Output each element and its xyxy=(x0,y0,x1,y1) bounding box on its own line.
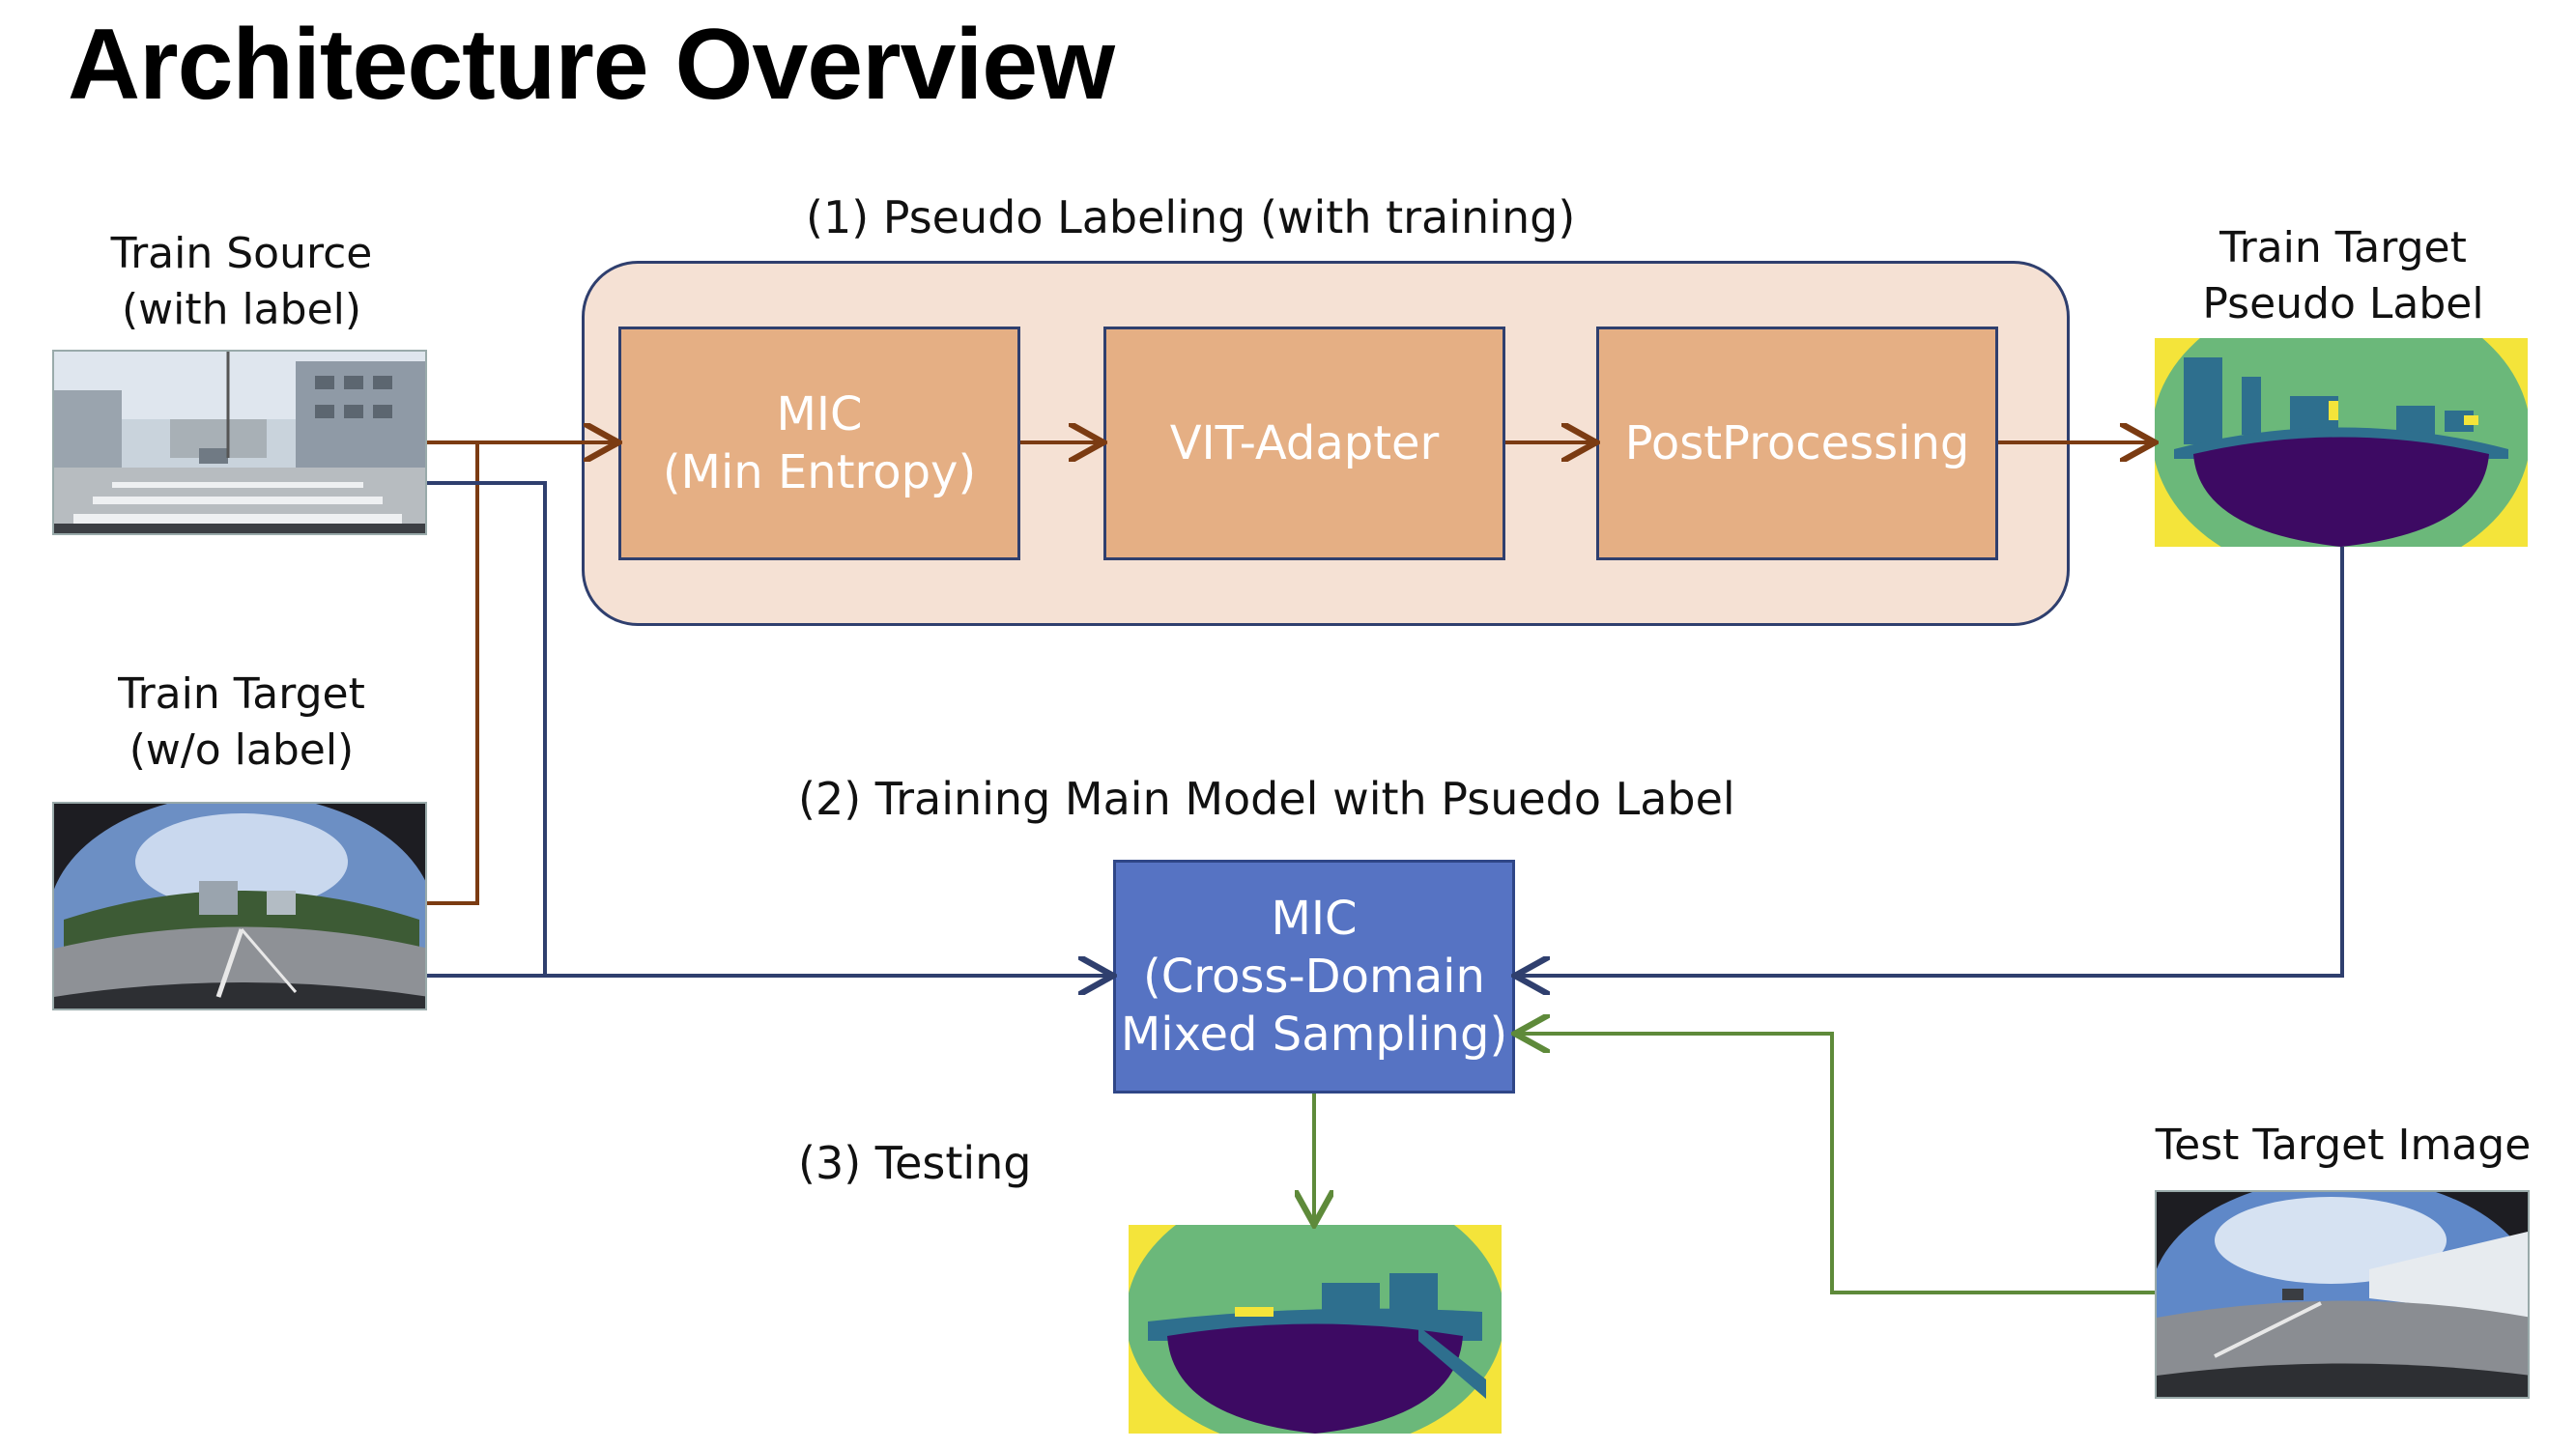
test-target-label: Test Target Image xyxy=(2155,1121,2532,1170)
arrow-target-to-pipeline xyxy=(427,442,479,905)
test-target-image xyxy=(2155,1190,2530,1399)
stage-1-title: (1) Pseudo Labeling (with training) xyxy=(806,191,1576,243)
mic-min-entropy-box: MIC (Min Entropy) xyxy=(618,327,1020,560)
arrow-source-down xyxy=(427,481,547,976)
arrow-pseudo-to-main xyxy=(1519,547,2344,976)
pseudo-label-image xyxy=(2155,338,2528,547)
stage-2-title: (2) Training Main Model with Psuedo Labe… xyxy=(798,773,1735,825)
train-source-image xyxy=(52,350,427,535)
post-processing-box: PostProcessing xyxy=(1596,327,1998,560)
train-target-pseudo-label: Train Target Pseudo Label xyxy=(2202,223,2484,328)
stage-3-title: (3) Testing xyxy=(798,1137,1032,1189)
train-source-label: Train Source (with label) xyxy=(110,229,373,334)
train-target-label: Train Target (w/o label) xyxy=(118,669,365,775)
mic-cross-domain-box: MIC (Cross-Domain Mixed Sampling) xyxy=(1113,860,1515,1094)
vit-adapter-box: VIT-Adapter xyxy=(1103,327,1505,560)
arrow-test-to-main xyxy=(1519,1034,2155,1294)
test-output-image xyxy=(1129,1225,1502,1434)
train-target-image xyxy=(52,802,427,1010)
page-title: Architecture Overview xyxy=(68,9,1115,121)
